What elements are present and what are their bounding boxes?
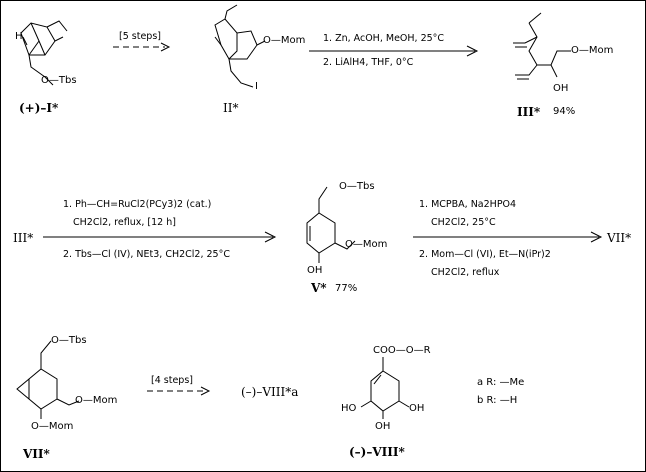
- group-i-2: I: [255, 81, 258, 92]
- group-oh-3: OH: [553, 83, 569, 94]
- compound-1-label: (+)–I*: [19, 101, 59, 115]
- arrow-3-line3: 2. Tbs—Cl (IV), NEt3, CH2Cl2, 25°C: [63, 249, 230, 260]
- arrow-3-head: [264, 231, 277, 243]
- group-omom-7: O—Mom: [75, 395, 118, 406]
- arrow-2-line1: 1. Zn, AcOH, MeOH, 25°C: [323, 33, 445, 44]
- arrow-4-line3: 2. Mom—Cl (VI), Et—N(iPr)2: [419, 249, 551, 260]
- arrow-5-head: [200, 386, 211, 396]
- compound-5-label: V*: [311, 281, 327, 295]
- group-oh-9a: OH: [409, 403, 425, 414]
- legend-a: a R: —Me: [477, 377, 525, 388]
- group-omom-7b: O—Mom: [31, 421, 74, 432]
- arrow-5-label: [4 steps]: [151, 375, 193, 386]
- compound-1-structure: [20, 20, 68, 86]
- compound-6-label: VII*: [607, 231, 632, 245]
- legend-b: b R: —H: [477, 395, 518, 406]
- compound-3-structure: [513, 12, 571, 80]
- arrow-1-head: [160, 42, 171, 52]
- group-ester-9: COO—O—R: [373, 345, 431, 356]
- arrow-4-line1: 1. MCPBA, Na2HPO4: [419, 199, 517, 210]
- arrow-3-line2: CH2Cl2, reflux, [12 h]: [73, 217, 176, 228]
- compound-3-label: III*: [517, 105, 541, 119]
- arrow-1-label: [5 steps]: [119, 31, 161, 42]
- compound-9-label: (–)–VIII*: [349, 445, 405, 459]
- arrow-4-head: [590, 231, 603, 243]
- compound-4-label: III*: [13, 231, 34, 245]
- compound-8-label: (–)–VIII*a: [241, 385, 299, 399]
- group-omom-3: O—Mom: [571, 45, 614, 56]
- arrow-4-line4: CH2Cl2, reflux: [431, 267, 500, 278]
- compound-5-structure: [306, 186, 356, 263]
- compound-9-structure: [360, 357, 410, 419]
- group-oh-5: OH: [307, 265, 323, 276]
- group-omom-5: O—Mom: [345, 239, 388, 250]
- compound-2-structure: [214, 4, 266, 88]
- group-otbs-1: O—Tbs: [41, 75, 77, 86]
- group-omom-2: O—Mom: [263, 35, 306, 46]
- arrow-2-line2: 2. LiAlH4, THF, 0°C: [323, 57, 414, 68]
- group-ho-9: HO: [341, 403, 357, 414]
- group-otbs-5: O—Tbs: [339, 181, 375, 192]
- arrow-2-head: [466, 45, 479, 57]
- compound-3-yield: 94%: [553, 106, 576, 117]
- compound-2-label: II*: [223, 101, 239, 115]
- compound-5-yield: 77%: [335, 283, 358, 294]
- arrow-4-line2: CH2Cl2, 25°C: [431, 217, 496, 228]
- compound-7-label: VII*: [23, 447, 50, 461]
- group-oh-9b: OH: [375, 421, 391, 432]
- group-h-1: H: [15, 31, 23, 42]
- group-otbs-7: O—Tbs: [51, 335, 87, 346]
- arrow-3-line1: 1. Ph—CH=RuCl2(PCy3)2 (cat.): [63, 199, 212, 210]
- compound-7-structure: [16, 340, 80, 419]
